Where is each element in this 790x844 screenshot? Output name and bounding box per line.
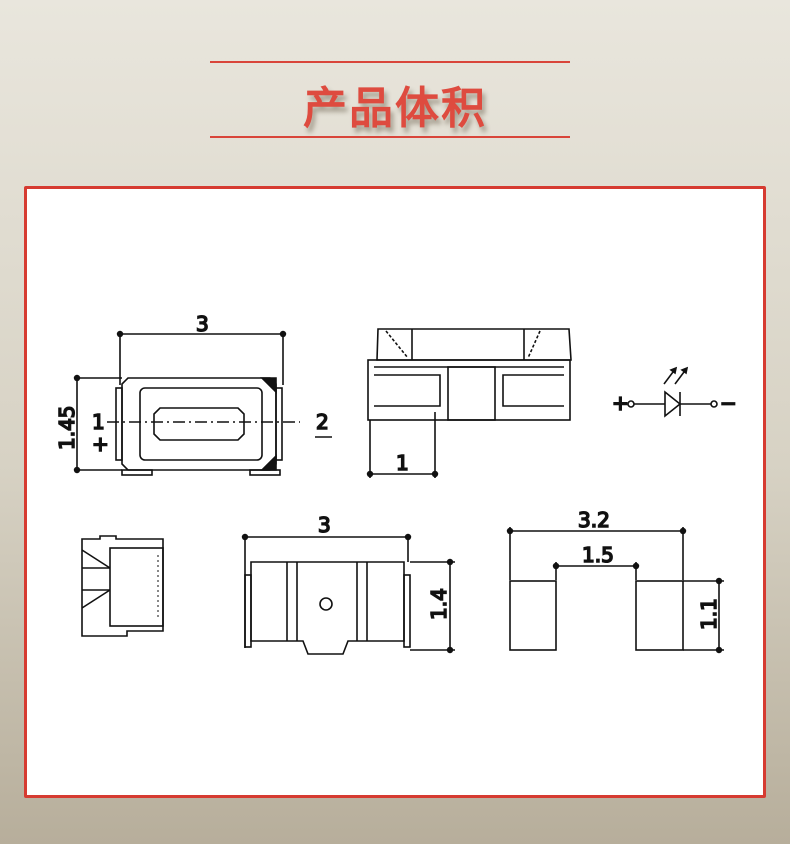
anode-plus-label: + — [92, 432, 109, 456]
footprint-outer-label: 3.2 — [578, 508, 610, 532]
symbol-minus-label: − — [720, 391, 737, 415]
footprint-pad-left — [509, 580, 557, 651]
drawing-frame — [24, 186, 766, 798]
top-view-drawing: 3 1.45 1 2 + — [54, 311, 332, 476]
footprint-drawing: 3.2 1.5 1.1 — [506, 507, 724, 654]
top-view-width-label: 3 — [196, 312, 209, 336]
page-title: 产品体积 — [303, 83, 487, 134]
title-rule-top — [210, 61, 570, 63]
bottom-view-width-label: 3 — [318, 513, 331, 537]
front-view-lead-label: 1 — [396, 451, 409, 475]
footprint-gap-label: 1.5 — [582, 543, 614, 567]
bottom-view-drawing: 3 1.4 — [241, 512, 455, 655]
pin2-label: 2 — [316, 410, 329, 434]
footprint-pad-height-label: 1.1 — [697, 598, 721, 630]
front-view-drawing: 1 — [366, 328, 572, 478]
title-rule-bottom — [210, 136, 570, 138]
led-symbol: + − — [611, 366, 738, 418]
footprint-pad-right — [635, 580, 684, 651]
side-view-drawing — [81, 535, 164, 637]
symbol-plus-label: + — [612, 391, 629, 415]
top-view-height-label: 1.45 — [55, 405, 79, 450]
pin1-label: 1 — [92, 410, 105, 434]
bottom-view-height-label: 1.4 — [427, 588, 451, 620]
